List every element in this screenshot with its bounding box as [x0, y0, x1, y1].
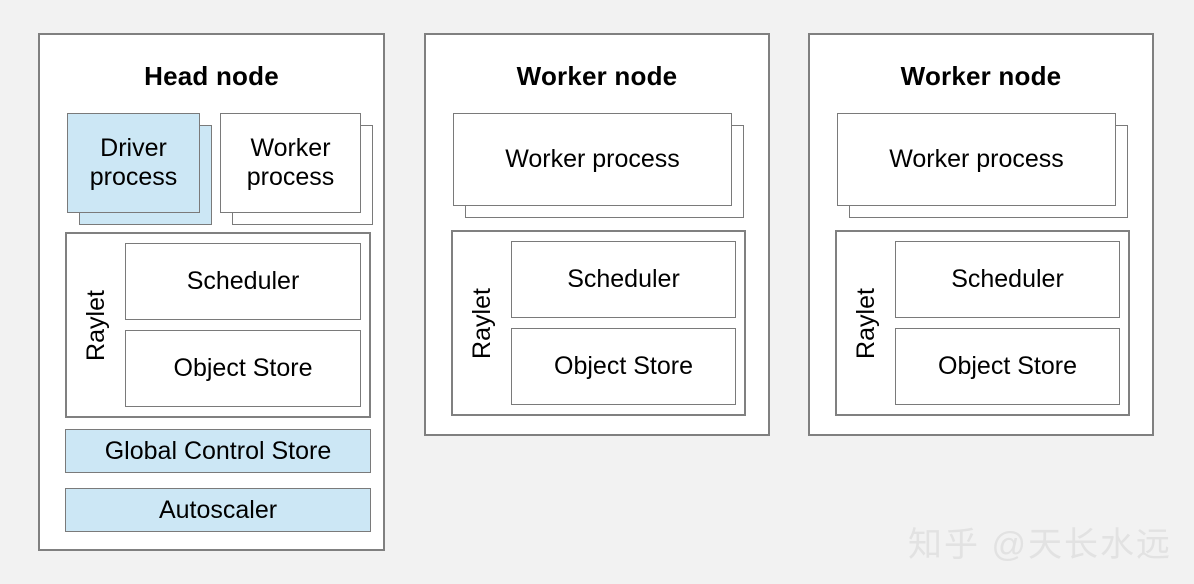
worker-node-2-scheduler-box[interactable]: Scheduler [895, 241, 1120, 318]
worker-node-1-raylet-label-text: Raylet [467, 287, 496, 359]
head-object-store-box[interactable]: Object Store [125, 330, 361, 407]
driver-process-stack: Driver process [67, 113, 212, 225]
head-raylet-label: Raylet [67, 234, 125, 416]
worker-node-2-process-stack: Worker process [837, 113, 1128, 218]
head-raylet-container: Raylet Scheduler Object Store [65, 232, 371, 418]
worker-node-1-raylet-label: Raylet [453, 232, 511, 414]
worker-node-2-raylet-components: Scheduler Object Store [895, 241, 1120, 405]
head-scheduler-box[interactable]: Scheduler [125, 243, 361, 320]
worker-node-2-raylet-label-text: Raylet [851, 287, 880, 359]
worker-node-1-container: Worker node Worker process Raylet Schedu… [424, 33, 770, 436]
global-control-store-box[interactable]: Global Control Store [65, 429, 371, 473]
worker-node-1-raylet-components: Scheduler Object Store [511, 241, 736, 405]
worker-node-2-container: Worker node Worker process Raylet Schedu… [808, 33, 1154, 436]
worker-node-1-object-store-box[interactable]: Object Store [511, 328, 736, 405]
worker-node-1-raylet-container: Raylet Scheduler Object Store [451, 230, 746, 416]
worker-node-2-object-store-box[interactable]: Object Store [895, 328, 1120, 405]
zhihu-watermark: 知乎 @天长水远 [908, 526, 1172, 564]
worker-node-1-scheduler-box[interactable]: Scheduler [511, 241, 736, 318]
worker-node-2-raylet-container: Raylet Scheduler Object Store [835, 230, 1130, 416]
driver-process-card[interactable]: Driver process [67, 113, 200, 213]
worker-node-1-process-card[interactable]: Worker process [453, 113, 732, 206]
worker-node-2-title: Worker node [900, 61, 1062, 91]
head-raylet-components: Scheduler Object Store [125, 243, 361, 407]
head-raylet-label-text: Raylet [81, 289, 110, 361]
worker-node-2-raylet-label: Raylet [837, 232, 895, 414]
head-worker-process-stack: Worker process [220, 113, 373, 225]
head-node-container: Head node Driver process Worker process … [38, 33, 385, 551]
worker-node-1-title: Worker node [516, 61, 678, 91]
worker-node-1-process-stack: Worker process [453, 113, 744, 218]
head-worker-process-card[interactable]: Worker process [220, 113, 361, 213]
head-node-title: Head node [144, 61, 279, 91]
autoscaler-box[interactable]: Autoscaler [65, 488, 371, 532]
worker-node-2-process-card[interactable]: Worker process [837, 113, 1116, 206]
